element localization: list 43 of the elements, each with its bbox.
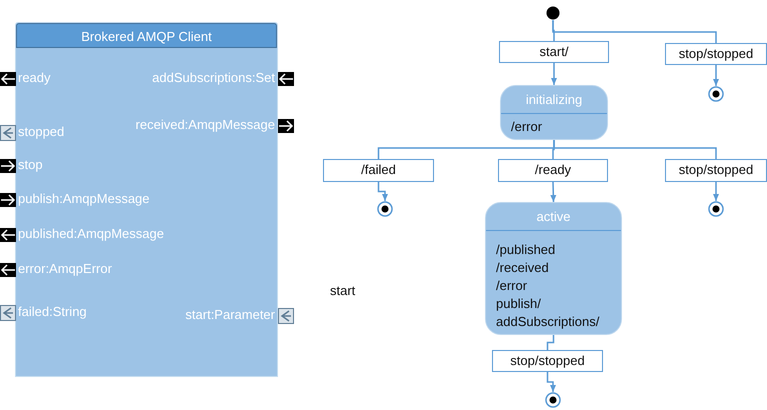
- port-label: publish:AmqpMessage: [18, 191, 150, 206]
- port-label: start:Parameter: [185, 307, 275, 322]
- final-state: [545, 392, 561, 408]
- internal-transition: publish/: [496, 296, 541, 311]
- internal-transition: addSubscriptions/: [496, 314, 600, 329]
- state-box: [500, 85, 608, 140]
- port-label: published:AmqpMessage: [18, 226, 164, 241]
- port-label: ready: [18, 70, 51, 85]
- transition-arrow: [551, 63, 557, 85]
- transition-arrow: [713, 182, 719, 201]
- transition-box: start/: [499, 41, 609, 63]
- port-label: error:AmqpError: [18, 261, 112, 276]
- component-box: [15, 22, 278, 377]
- transition-line: [552, 20, 717, 43]
- transition-box: stop/stopped: [665, 43, 767, 65]
- final-state: [708, 201, 724, 217]
- transition-box: /ready: [498, 159, 608, 182]
- port-label: stopped: [18, 124, 64, 139]
- final-state: [377, 201, 393, 217]
- component-title: Brokered AMQP Client: [16, 23, 277, 48]
- transition-line: [546, 335, 554, 350]
- state-name: initializing: [501, 86, 607, 114]
- transition-arrow: [713, 65, 719, 86]
- port-label: stop: [18, 157, 43, 172]
- transition-box: /failed: [323, 159, 434, 182]
- internal-transition: /error: [511, 119, 542, 134]
- transition-arrow: [550, 182, 556, 202]
- internal-transition: /received: [496, 260, 549, 275]
- port-label: received:AmqpMessage: [136, 117, 275, 132]
- transition-box: stop/stopped: [665, 159, 767, 182]
- transition-line: [553, 140, 717, 159]
- internal-transition: /published: [496, 242, 556, 257]
- transition-arrow: [546, 372, 556, 392]
- initial-state: [546, 6, 560, 20]
- note-text: start: [330, 283, 356, 298]
- port-label: addSubscriptions:Set: [152, 70, 275, 85]
- state-box: [485, 202, 622, 335]
- transition-arrow: [378, 182, 388, 201]
- transition-box: stop/stopped: [492, 350, 603, 372]
- port-label: failed:String: [18, 304, 87, 319]
- state-name: active: [486, 203, 621, 231]
- internal-transition: /error: [496, 278, 528, 293]
- final-state: [708, 86, 724, 102]
